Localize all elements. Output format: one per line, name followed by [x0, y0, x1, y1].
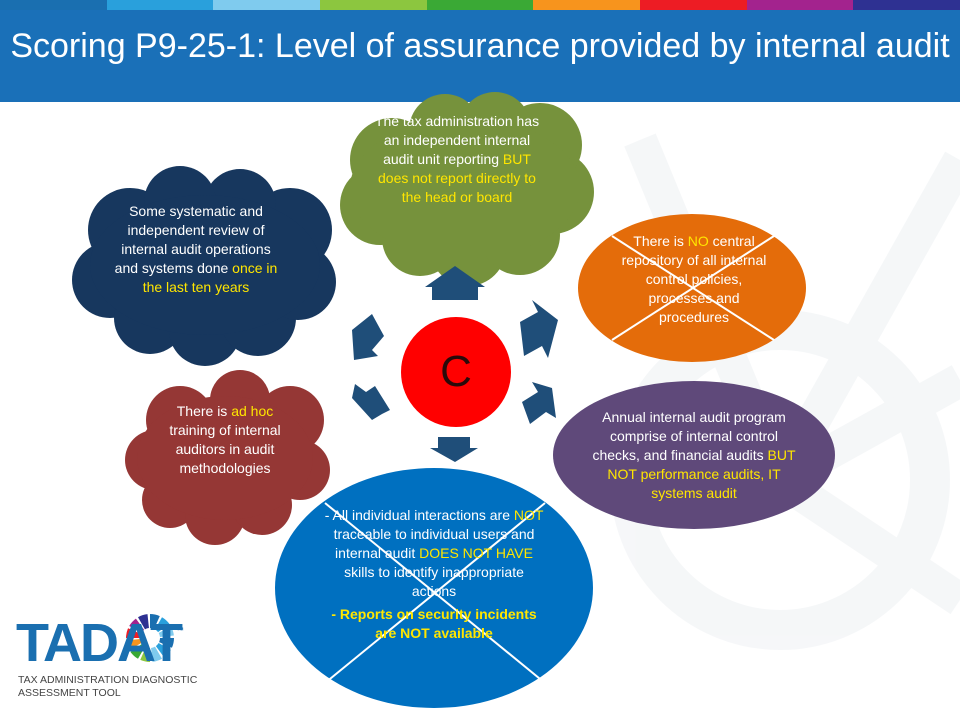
node-top-text-part: The tax administration has an independen… [374, 113, 540, 167]
tadat-logo-wheel-icon [126, 614, 174, 662]
logo-wheel-segment [126, 639, 142, 650]
node-left-bottom-text-part: training of internal auditors in audit m… [169, 422, 281, 476]
node-bottom-highlight: DOES NOT HAVE [419, 545, 533, 561]
node-top-highlight: BUT does not report directly to the head… [378, 151, 536, 205]
color-stripe-bar [0, 0, 960, 10]
node-right-top-text: There is NO central repository of all in… [614, 232, 774, 327]
arrow-up-icon [425, 266, 485, 300]
node-right-top-ellipse [578, 214, 806, 362]
arrow-down-icon [430, 437, 478, 462]
color-stripe [106, 0, 214, 10]
center-rating-label: C [440, 347, 472, 396]
color-stripe [640, 0, 747, 10]
color-stripe [320, 0, 427, 10]
node-left-top-text-part: Some systematic and independent review o… [114, 203, 271, 276]
title-bar: Scoring P9-25-1: Level of assurance prov… [0, 10, 960, 102]
arrow-left-top-icon [352, 314, 384, 360]
page-title: Scoring P9-25-1: Level of assurance prov… [10, 27, 950, 65]
node-left-top-highlight: once in the last ten years [142, 260, 278, 295]
center-rating-circle [401, 317, 511, 427]
logo-wheel-segment [158, 626, 174, 637]
node-bottom-text: - All individual interactions are NOT tr… [322, 506, 546, 643]
arrow-left-bottom-icon [352, 384, 390, 420]
node-top-cloud [340, 92, 594, 286]
node-left-bottom-text: There is ad hoc training of internal aud… [156, 402, 294, 478]
node-right-top-text-part: central repository of all internal contr… [621, 233, 767, 325]
node-bottom-text-part: skills to identify inappropriate actions [344, 564, 524, 599]
node-right-bottom-ellipse [553, 381, 835, 529]
node-left-top-text: Some systematic and independent review o… [110, 202, 282, 297]
color-stripe [426, 0, 534, 10]
color-stripe [746, 0, 854, 10]
node-bottom-text-part: - All individual interactions are [324, 507, 514, 523]
node-top-text: The tax administration has an independen… [368, 112, 546, 207]
node-bottom-highlight-bold: - Reports on security incidents are NOT … [331, 606, 537, 641]
color-stripe [0, 0, 107, 10]
tadat-logo-tm: ™ [176, 626, 184, 635]
node-bottom-ellipse [275, 468, 593, 708]
node-bottom-text-part: traceable to individual users and intern… [333, 526, 535, 561]
node-right-top-text-part: There is [633, 233, 688, 249]
logo-wheel-segment [138, 614, 149, 630]
logo-wheel-segment [151, 646, 162, 662]
color-stripe [213, 0, 321, 10]
color-stripe [533, 0, 641, 10]
node-left-bottom-cloud [125, 370, 330, 545]
logo-wheel-segment [155, 643, 171, 658]
logo-wheel-segment [150, 614, 160, 629]
tadat-logo-tagline-line: ASSESSMENT TOOL [18, 687, 121, 699]
tadat-logo-text: TADAT [16, 613, 183, 673]
node-right-top-highlight: NO [687, 233, 709, 249]
logo-wheel-segment [126, 628, 141, 638]
node-left-top-cloud [72, 166, 336, 366]
node-left-bottom-highlight: ad hoc [231, 403, 274, 419]
node-left-bottom-text-part: There is [176, 403, 232, 419]
logo-wheel-segment [159, 638, 174, 648]
node-right-bottom-text: Annual internal audit program comprise o… [588, 408, 800, 503]
node-bottom-highlight: NOT [513, 507, 544, 523]
tadat-logo-tagline-line: TAX ADMINISTRATION DIAGNOSTIC [18, 674, 198, 686]
logo-wheel-segment [155, 617, 170, 633]
node-right-bottom-highlight: BUT NOT performance audits, IT systems a… [607, 447, 796, 501]
color-stripe [853, 0, 960, 10]
logo-wheel-segment [130, 643, 145, 659]
arrow-right-bottom-icon [522, 382, 556, 424]
arrow-right-top-icon [520, 300, 558, 358]
logo-wheel-segment [129, 618, 145, 633]
tadat-logo-tagline: TAX ADMINISTRATION DIAGNOSTIC ASSESSMENT… [18, 674, 218, 700]
logo-wheel-segment [140, 647, 150, 662]
node-right-bottom-text-part: Annual internal audit program comprise o… [592, 409, 786, 463]
cycle-arrows [352, 266, 558, 462]
